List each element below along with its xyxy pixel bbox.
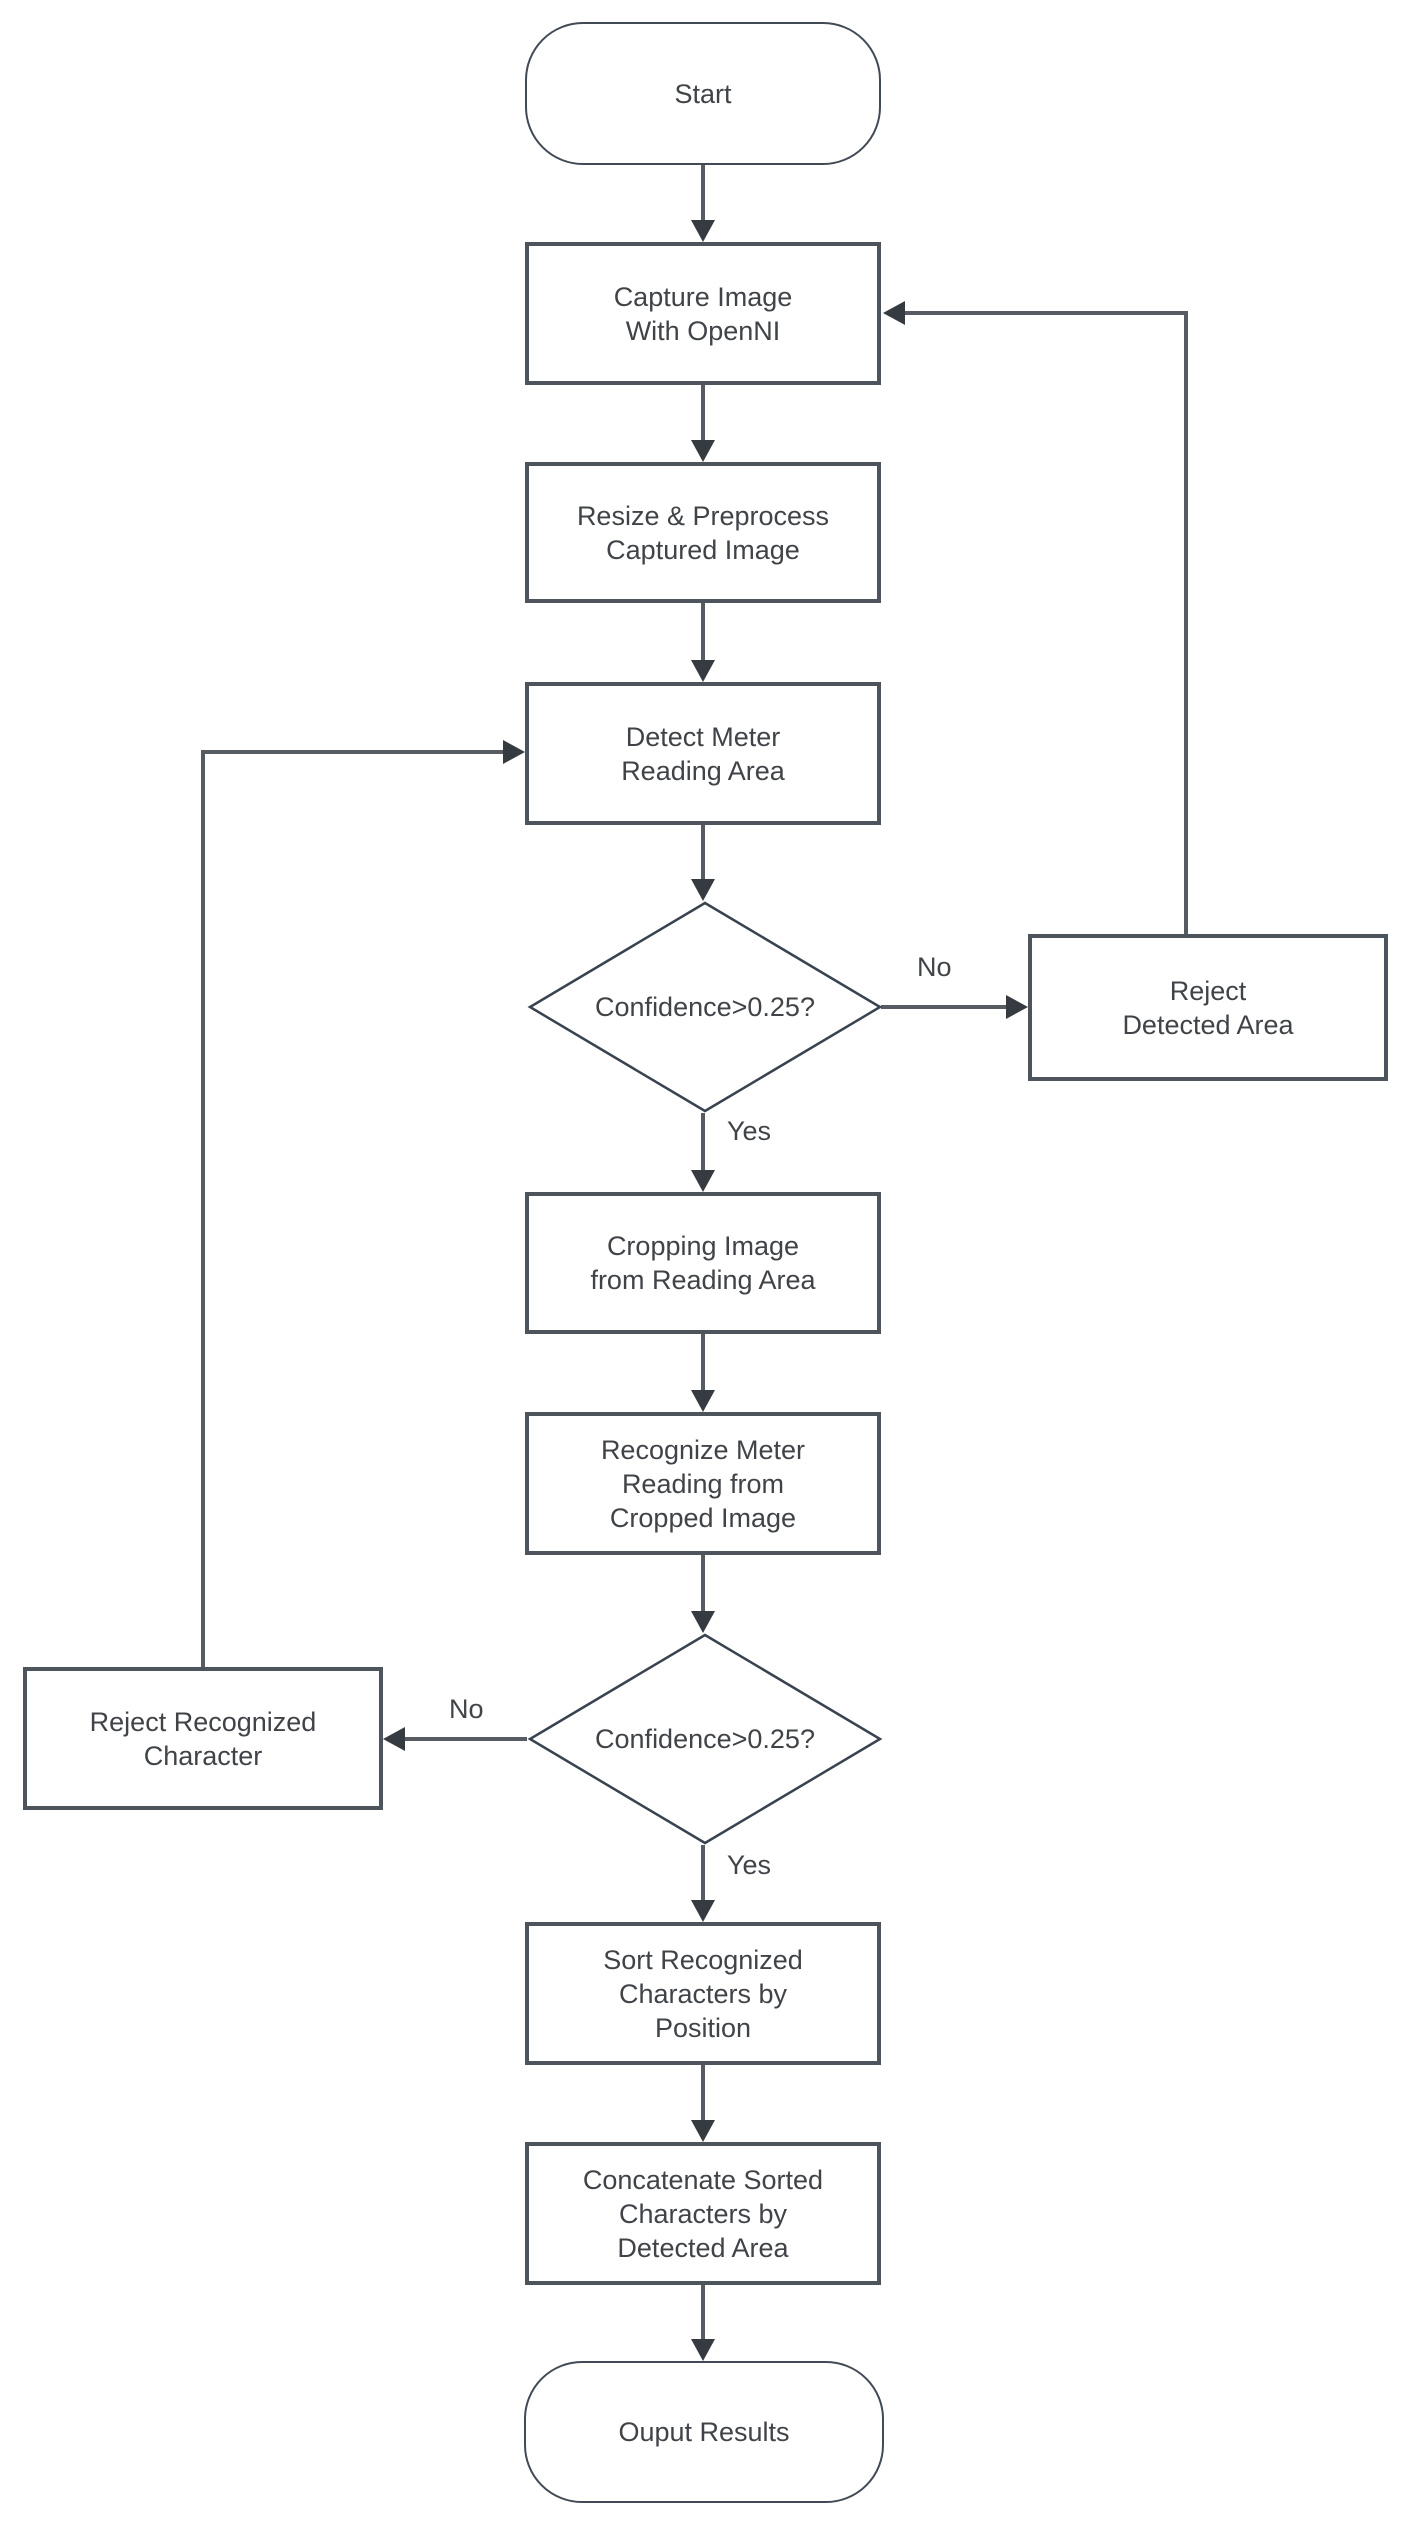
node-label: Ouput Results xyxy=(618,2417,790,2447)
arrowhead-down-icon xyxy=(691,660,715,682)
edge-label-no-2: No xyxy=(446,1694,487,1724)
connector-rejectchar-loop-vertical xyxy=(201,750,205,1667)
edge-label-no-1: No xyxy=(914,952,955,982)
connector-detect-decision1 xyxy=(701,825,705,879)
node-label: Reject Recognized Character xyxy=(89,1706,317,1771)
process-capture-image: Capture Image With OpenNI xyxy=(525,242,881,385)
connector-start-capture xyxy=(701,165,705,220)
decision-diamond-shape xyxy=(527,1633,883,1845)
node-label: Detect Meter Reading Area xyxy=(621,721,785,786)
connector-crop-recognize xyxy=(701,1334,705,1390)
connector-concat-output xyxy=(701,2285,705,2339)
arrowhead-right-icon xyxy=(503,740,525,764)
node-label: Reject Detected Area xyxy=(1122,975,1294,1040)
arrowhead-left-icon xyxy=(883,301,905,325)
decision-diamond-shape xyxy=(527,901,883,1113)
connector-resize-detect xyxy=(701,603,705,660)
connector-capture-resize xyxy=(701,385,705,440)
arrowhead-down-icon xyxy=(691,879,715,901)
decision-confidence-1: Confidence>0.25? xyxy=(527,901,883,1113)
connector-rejectchar-loop-horizontal xyxy=(201,750,503,754)
connector-rejectarea-loop-horizontal xyxy=(905,311,1186,315)
process-resize-preprocess: Resize & Preprocess Captured Image xyxy=(525,462,881,603)
arrowhead-down-icon xyxy=(691,440,715,462)
arrowhead-down-icon xyxy=(691,1390,715,1412)
connector-recognize-decision2 xyxy=(701,1555,705,1611)
arrowhead-down-icon xyxy=(691,220,715,242)
arrowhead-right-icon xyxy=(1006,995,1028,1019)
node-label: Confidence>0.25? xyxy=(595,1724,815,1754)
connector-decision1-no xyxy=(881,1005,1006,1009)
node-label: Concatenate Sorted Characters by Detecte… xyxy=(582,2164,824,2263)
process-detect-meter-area: Detect Meter Reading Area xyxy=(525,682,881,825)
node-label: Recognize Meter Reading from Cropped Ima… xyxy=(600,1434,806,1533)
process-concatenate-characters: Concatenate Sorted Characters by Detecte… xyxy=(525,2142,881,2285)
process-reject-recognized-character: Reject Recognized Character xyxy=(23,1667,383,1810)
edge-label-yes-1: Yes xyxy=(724,1116,775,1146)
process-reject-detected-area: Reject Detected Area xyxy=(1028,934,1388,1081)
process-cropping-image: Cropping Image from Reading Area xyxy=(525,1192,881,1334)
arrowhead-down-icon xyxy=(691,2120,715,2142)
edge-label-yes-2: Yes xyxy=(724,1850,775,1880)
arrowhead-down-icon xyxy=(691,1170,715,1192)
connector-rejectarea-loop-vertical xyxy=(1184,311,1188,936)
decision-confidence-2: Confidence>0.25? xyxy=(527,1633,883,1845)
arrowhead-down-icon xyxy=(691,2339,715,2361)
node-label: Confidence>0.25? xyxy=(595,992,815,1022)
node-label: Capture Image With OpenNI xyxy=(613,281,793,346)
arrowhead-down-icon xyxy=(691,1611,715,1633)
node-label: Sort Recognized Characters by Position xyxy=(603,1944,803,2043)
process-sort-characters: Sort Recognized Characters by Position xyxy=(525,1922,881,2065)
node-label: Resize & Preprocess Captured Image xyxy=(576,500,830,565)
arrowhead-left-icon xyxy=(383,1727,405,1751)
terminator-output-results: Ouput Results xyxy=(524,2361,884,2503)
arrowhead-down-icon xyxy=(691,1900,715,1922)
process-recognize-meter-reading: Recognize Meter Reading from Cropped Ima… xyxy=(525,1412,881,1555)
node-label: Start xyxy=(674,78,732,109)
connector-sort-concat xyxy=(701,2065,705,2120)
terminator-start: Start xyxy=(525,22,881,165)
connector-decision1-yes xyxy=(701,1113,705,1170)
connector-decision2-no xyxy=(405,1737,527,1741)
connector-decision2-yes xyxy=(701,1845,705,1900)
node-label: Cropping Image from Reading Area xyxy=(590,1231,816,1295)
